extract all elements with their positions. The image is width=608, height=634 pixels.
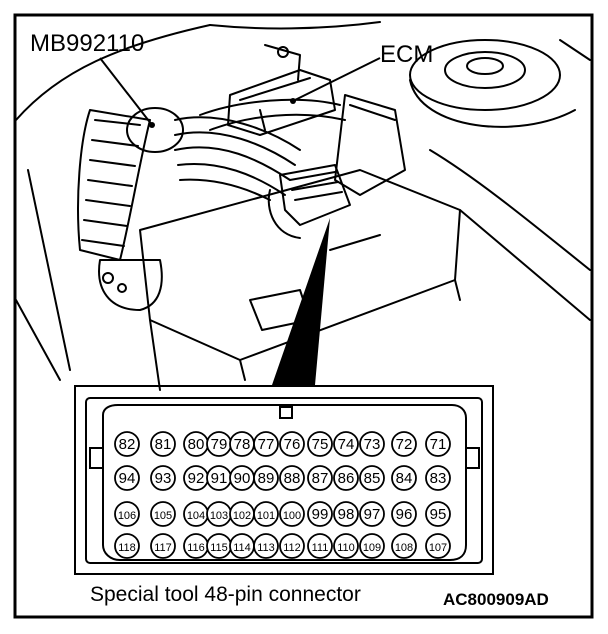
pin-label-83: 83 (430, 470, 447, 487)
pin-72 (391, 431, 417, 457)
pin-label-102: 102 (233, 510, 251, 522)
pin-93 (150, 465, 176, 491)
pin-label-115: 115 (210, 542, 228, 554)
connector-caption: Special tool 48-pin connector (90, 583, 361, 606)
pin-110 (333, 533, 359, 559)
pin-label-94: 94 (119, 470, 136, 487)
pin-label-91: 91 (211, 470, 228, 487)
pin-87 (307, 465, 333, 491)
pin-86 (333, 465, 359, 491)
pin-label-106: 106 (118, 510, 136, 522)
pin-label-76: 76 (284, 436, 301, 453)
pin-label-79: 79 (211, 436, 228, 453)
pin-113 (253, 533, 279, 559)
pin-label-118: 118 (118, 542, 136, 554)
pin-label-90: 90 (234, 470, 251, 487)
pin-label-103: 103 (210, 510, 228, 522)
pin-107 (425, 533, 451, 559)
pin-label-82: 82 (119, 436, 136, 453)
pin-label-113: 113 (257, 542, 275, 554)
pin-label-101: 101 (257, 510, 275, 522)
pin-73 (359, 431, 385, 457)
pin-label-78: 78 (234, 436, 251, 453)
pin-77 (253, 431, 279, 457)
pin-117 (150, 533, 176, 559)
ecm-leader-dot (290, 98, 296, 104)
pin-label-85: 85 (364, 470, 381, 487)
pin-label-80: 80 (188, 436, 205, 453)
pin-label-99: 99 (312, 506, 329, 523)
pin-84 (391, 465, 417, 491)
pin-94 (114, 465, 140, 491)
tool-label: MB992110 (30, 30, 145, 57)
pin-95 (425, 501, 451, 527)
pin-label-72: 72 (396, 436, 413, 453)
pin-label-87: 87 (312, 470, 329, 487)
pointer-arrow (272, 218, 330, 385)
pin-76 (279, 431, 305, 457)
pin-label-96: 96 (396, 506, 413, 523)
pin-label-107: 107 (429, 542, 447, 554)
pin-82 (114, 431, 140, 457)
pin-label-95: 95 (430, 506, 447, 523)
engine-bay-illustration (15, 21, 591, 391)
ecm-leader-line (292, 57, 381, 102)
pin-81 (150, 431, 176, 457)
pin-112 (279, 533, 305, 559)
pin-label-114: 114 (233, 542, 251, 554)
tool-leader-dot (149, 122, 155, 128)
pin-96 (391, 501, 417, 527)
pin-label-84: 84 (396, 470, 413, 487)
pin-99 (307, 501, 333, 527)
pin-71 (425, 431, 451, 457)
pin-label-71: 71 (430, 436, 447, 453)
pin-label-93: 93 (155, 470, 172, 487)
pin-label-111: 111 (312, 542, 329, 554)
pin-111 (307, 533, 333, 559)
pin-label-112: 112 (283, 542, 301, 554)
pin-label-116: 116 (187, 542, 205, 554)
pin-label-97: 97 (364, 506, 381, 523)
pin-label-108: 108 (395, 542, 413, 554)
pin-label-100: 100 (283, 510, 301, 522)
pin-label-92: 92 (188, 470, 205, 487)
pin-83 (425, 465, 451, 491)
pin-89 (253, 465, 279, 491)
pin-118 (114, 533, 140, 559)
pin-85 (359, 465, 385, 491)
pin-label-117: 117 (154, 542, 172, 554)
pin-75 (307, 431, 333, 457)
pin-105 (150, 501, 176, 527)
ecm-label: ECM (380, 41, 434, 68)
pin-label-75: 75 (312, 436, 329, 453)
connector-pins: 82 81 80 79 78 77 76 75 74 73 72 71 94 93 92 91 90 89 88 87… (114, 431, 451, 559)
pin-97 (359, 501, 385, 527)
pin-label-77: 77 (258, 436, 275, 453)
pin-label-89: 89 (258, 470, 275, 487)
pin-label-74: 74 (338, 436, 355, 453)
pin-108 (391, 533, 417, 559)
pin-100 (279, 501, 305, 527)
pin-109 (359, 533, 385, 559)
pin-label-86: 86 (338, 470, 355, 487)
pin-101 (253, 501, 279, 527)
figure-code: AC800909AD (443, 590, 549, 609)
pin-74 (333, 431, 359, 457)
pin-label-110: 110 (337, 542, 355, 554)
tool-leader-line (99, 57, 153, 126)
pin-label-81: 81 (155, 436, 172, 453)
pin-106 (114, 501, 140, 527)
pin-label-104: 104 (187, 510, 205, 522)
pin-label-98: 98 (338, 506, 355, 523)
pin-label-73: 73 (364, 436, 381, 453)
pin-label-105: 105 (154, 510, 172, 522)
pin-label-88: 88 (284, 470, 301, 487)
pin-98 (333, 501, 359, 527)
pin-88 (279, 465, 305, 491)
connector-view (74, 385, 494, 575)
figure-border (13, 13, 594, 619)
pin-label-109: 109 (363, 542, 381, 554)
